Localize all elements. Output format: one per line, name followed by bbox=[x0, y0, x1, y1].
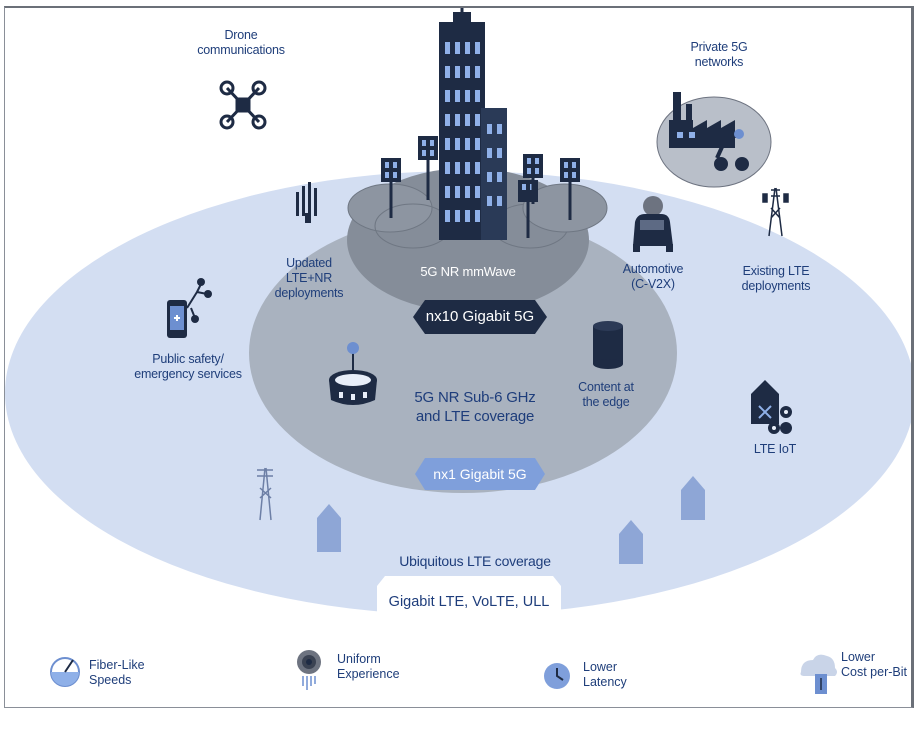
signal-icon bbox=[297, 650, 321, 690]
cell-tower-icon bbox=[257, 467, 273, 521]
existing-lte-label: Existing LTE deployments bbox=[741, 264, 811, 293]
antenna-icon bbox=[296, 182, 317, 223]
sub6-label: 5G NR Sub-6 GHz and LTE coverage bbox=[414, 389, 536, 425]
lte-nr-label: Updated LTE+NR deployments bbox=[274, 256, 344, 300]
benefit-label: Fiber-Like Speeds bbox=[89, 658, 145, 687]
skyscraper-icon bbox=[439, 8, 507, 240]
small-cell-tower-icon bbox=[418, 136, 438, 200]
database-icon bbox=[593, 321, 623, 369]
cell-tower-icon bbox=[762, 187, 789, 237]
lte-iot-label: LTE IoT bbox=[753, 442, 797, 456]
robot-arm-icon bbox=[714, 129, 749, 171]
automotive-label: Automotive (C-V2X) bbox=[622, 262, 684, 291]
gigabit-lte-label: Gigabit LTE, VoLTE, ULL bbox=[388, 594, 550, 610]
house-icon bbox=[317, 504, 341, 552]
clock-icon bbox=[544, 663, 570, 689]
diagram-frame: Drone communications Private 5G networks… bbox=[4, 6, 914, 708]
benefit-label: Uniform Experience bbox=[337, 652, 400, 681]
house-icon bbox=[619, 520, 643, 564]
house-icon bbox=[681, 476, 705, 520]
speedometer-icon bbox=[50, 657, 80, 687]
factory-icon bbox=[669, 92, 735, 148]
small-cell-coverage bbox=[522, 183, 608, 233]
network-diagram bbox=[5, 8, 911, 694]
mmwave-label: 5G NR mmWave bbox=[420, 264, 516, 279]
public-safety-label: Public safety/ emergency services bbox=[134, 352, 242, 381]
content-edge-label: Content at the edge bbox=[578, 380, 634, 409]
small-cell-tower-icon bbox=[523, 154, 543, 204]
cloud-cost-icon bbox=[800, 654, 837, 694]
stadium-icon bbox=[329, 342, 377, 405]
car-icon bbox=[633, 196, 673, 252]
small-cell-tower-icon bbox=[381, 158, 401, 218]
drone-icon bbox=[219, 80, 267, 130]
iot-farm-icon bbox=[751, 380, 792, 434]
benefit-label: Lower Latency bbox=[583, 660, 627, 689]
private-5g-label: Private 5G networks bbox=[690, 40, 748, 69]
nx10-pill-shape bbox=[413, 300, 547, 334]
bottom-notch bbox=[377, 576, 561, 620]
benefit-label: Lower Cost per-Bit bbox=[841, 650, 907, 679]
phone-emergency-icon bbox=[167, 278, 212, 338]
nx10-pill-label: nx10 Gigabit 5G bbox=[425, 308, 535, 325]
drone-label: Drone communications bbox=[197, 28, 285, 57]
nx1-pill-shape bbox=[415, 458, 545, 490]
sub6-coverage-ellipse bbox=[249, 213, 677, 493]
ubiquitous-lte-label: Ubiquitous LTE coverage bbox=[399, 553, 551, 569]
small-cell-tower-icon bbox=[560, 158, 580, 220]
nx1-pill-label: nx1 Gigabit 5G bbox=[433, 466, 527, 482]
